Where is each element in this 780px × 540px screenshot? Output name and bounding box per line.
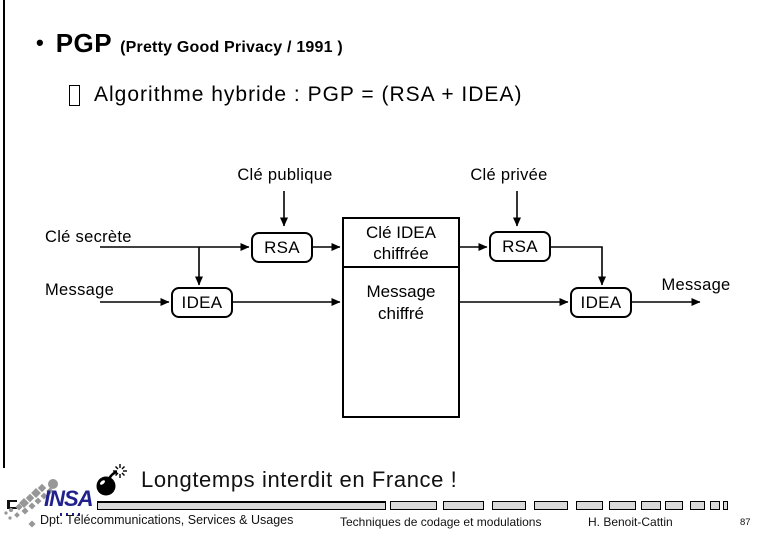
insa-logo-dots: [4, 479, 80, 528]
box-idea-encrypt: IDEA: [171, 287, 233, 318]
divider-bar-long: [97, 501, 386, 510]
page-subtitle: (Pretty Good Privacy / 1991 ): [120, 39, 343, 56]
footer-author: H. Benoit-Cattin: [588, 515, 673, 529]
note-text: Longtemps interdit en France !: [141, 467, 458, 492]
divider-bar-segment: [641, 501, 661, 510]
divider-bar-segment: [690, 501, 705, 510]
title-row: • PGP (Pretty Good Privacy / 1991 ): [36, 28, 343, 59]
divider-bar-segment: [390, 501, 437, 510]
divider-bar-segment: [710, 501, 720, 510]
encrypted-idea-key-section: Clé IDEA chiffrée: [344, 219, 458, 268]
label-private-key: Clé privée: [470, 166, 548, 184]
page-number: 87: [740, 517, 751, 528]
encrypted-packet-box: Clé IDEA chiffrée Message chiffré: [342, 217, 460, 418]
bomb-icon: [96, 464, 127, 496]
label-secret-key: Clé secrète: [45, 228, 132, 246]
divider-bar-segment: [443, 501, 484, 510]
footer-department: Dpt. Télécommunications, Services & Usag…: [40, 513, 294, 527]
note-row: Longtemps interdit en France !: [93, 463, 457, 497]
divider-bar-segment: [665, 501, 683, 510]
square-bullet-icon: [69, 85, 80, 106]
divider-bar-segment: [534, 501, 568, 510]
label-public-key: Clé publique: [237, 166, 333, 184]
encrypted-message-section: Message chiffré: [366, 282, 436, 323]
divider-bar-segment: [609, 501, 636, 510]
bracket-icon: [7, 500, 17, 509]
hybrid-line-text: Algorithme hybride : PGP = (RSA + IDEA): [94, 83, 523, 106]
footer-course: Techniques de codage et modulations: [340, 515, 542, 529]
hybrid-line-row: Algorithme hybride : PGP = (RSA + IDEA): [69, 83, 522, 107]
box-idea-decrypt: IDEA: [570, 287, 632, 318]
slide-left-border: [3, 0, 5, 468]
label-message-input: Message: [45, 281, 115, 299]
box-rsa-encrypt: RSA: [251, 232, 313, 263]
divider-bar-segment: [576, 501, 603, 510]
bullet-icon: •: [36, 30, 44, 55]
insa-logo: INSA: [44, 486, 94, 511]
page-title: PGP: [55, 28, 113, 58]
divider-bar-segment: [723, 501, 728, 510]
box-rsa-decrypt: RSA: [489, 231, 551, 262]
divider-bar-segment: [492, 501, 526, 510]
label-message-output: Message: [661, 276, 731, 294]
